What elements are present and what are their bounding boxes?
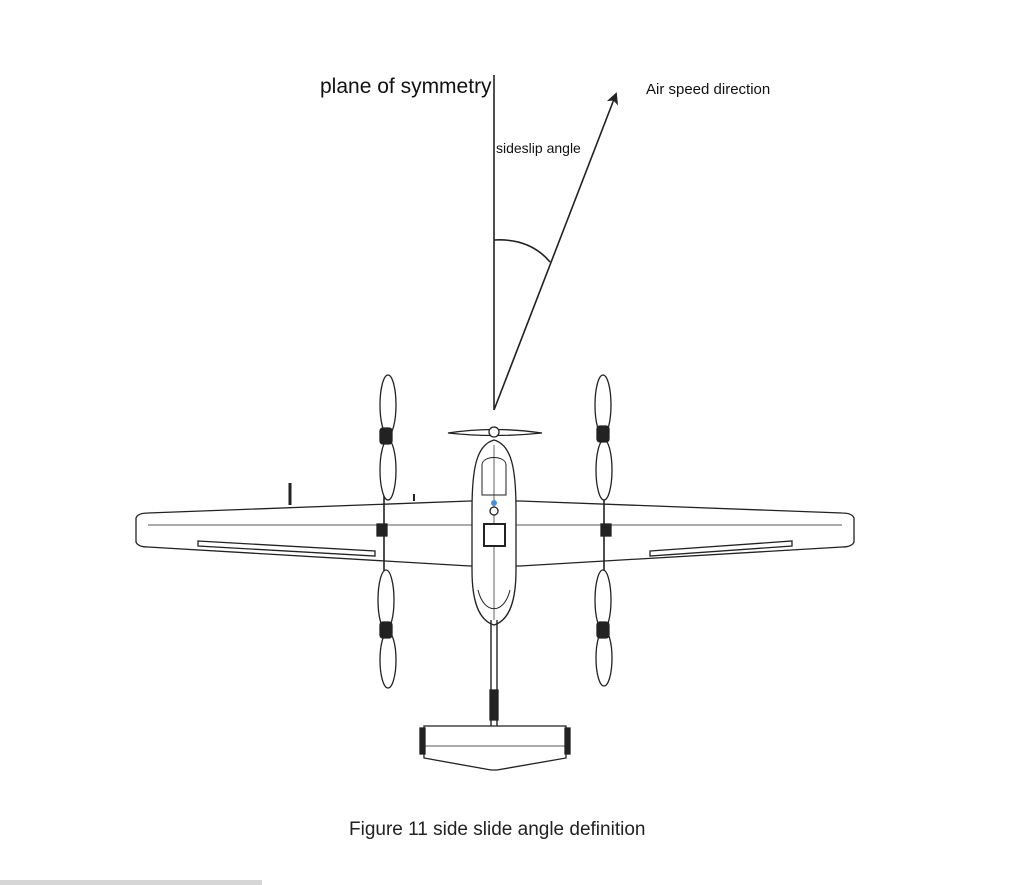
horizontal-tail xyxy=(423,725,567,771)
left-tail-fin xyxy=(419,727,426,755)
right-rear-motor xyxy=(596,621,610,639)
right-front-motor xyxy=(596,425,610,443)
right-front-rotor-blade-b xyxy=(595,439,613,501)
left-front-motor xyxy=(379,427,393,445)
figure-caption: Figure 11 side slide angle definition xyxy=(349,819,646,840)
air-speed-vector xyxy=(493,92,618,411)
right-rear-rotor-blade-a xyxy=(594,569,612,631)
gps-marker xyxy=(491,500,497,506)
left-front-rotor-blade-b xyxy=(379,439,397,501)
cockpit-canopy xyxy=(481,457,507,496)
left-rear-rotor-blade-b xyxy=(379,631,397,689)
payload-hatch xyxy=(483,523,506,547)
plane-of-symmetry-label: plane of symmetry xyxy=(320,75,492,98)
left-aileron xyxy=(197,540,376,557)
right-aileron xyxy=(649,540,793,557)
air-speed-direction-label: Air speed direction xyxy=(646,81,771,98)
right-boom-mount xyxy=(600,523,612,537)
sideslip-angle-label: sideslip angle xyxy=(496,140,581,156)
horizontal-scrollbar[interactable] xyxy=(0,880,262,885)
aircraft-top-view xyxy=(135,374,855,771)
fuselage-tail-cone xyxy=(477,589,511,610)
left-front-rotor-blade-a xyxy=(379,374,397,436)
sideslip-angle-arc xyxy=(493,239,551,263)
left-boom-mount xyxy=(376,523,388,537)
left-rear-motor xyxy=(379,621,393,639)
right-tail-fin xyxy=(564,727,571,755)
tail-servo xyxy=(489,689,499,721)
sensor-port xyxy=(489,506,499,516)
left-rear-rotor-blade-a xyxy=(377,569,395,631)
propeller-hub xyxy=(488,426,500,438)
